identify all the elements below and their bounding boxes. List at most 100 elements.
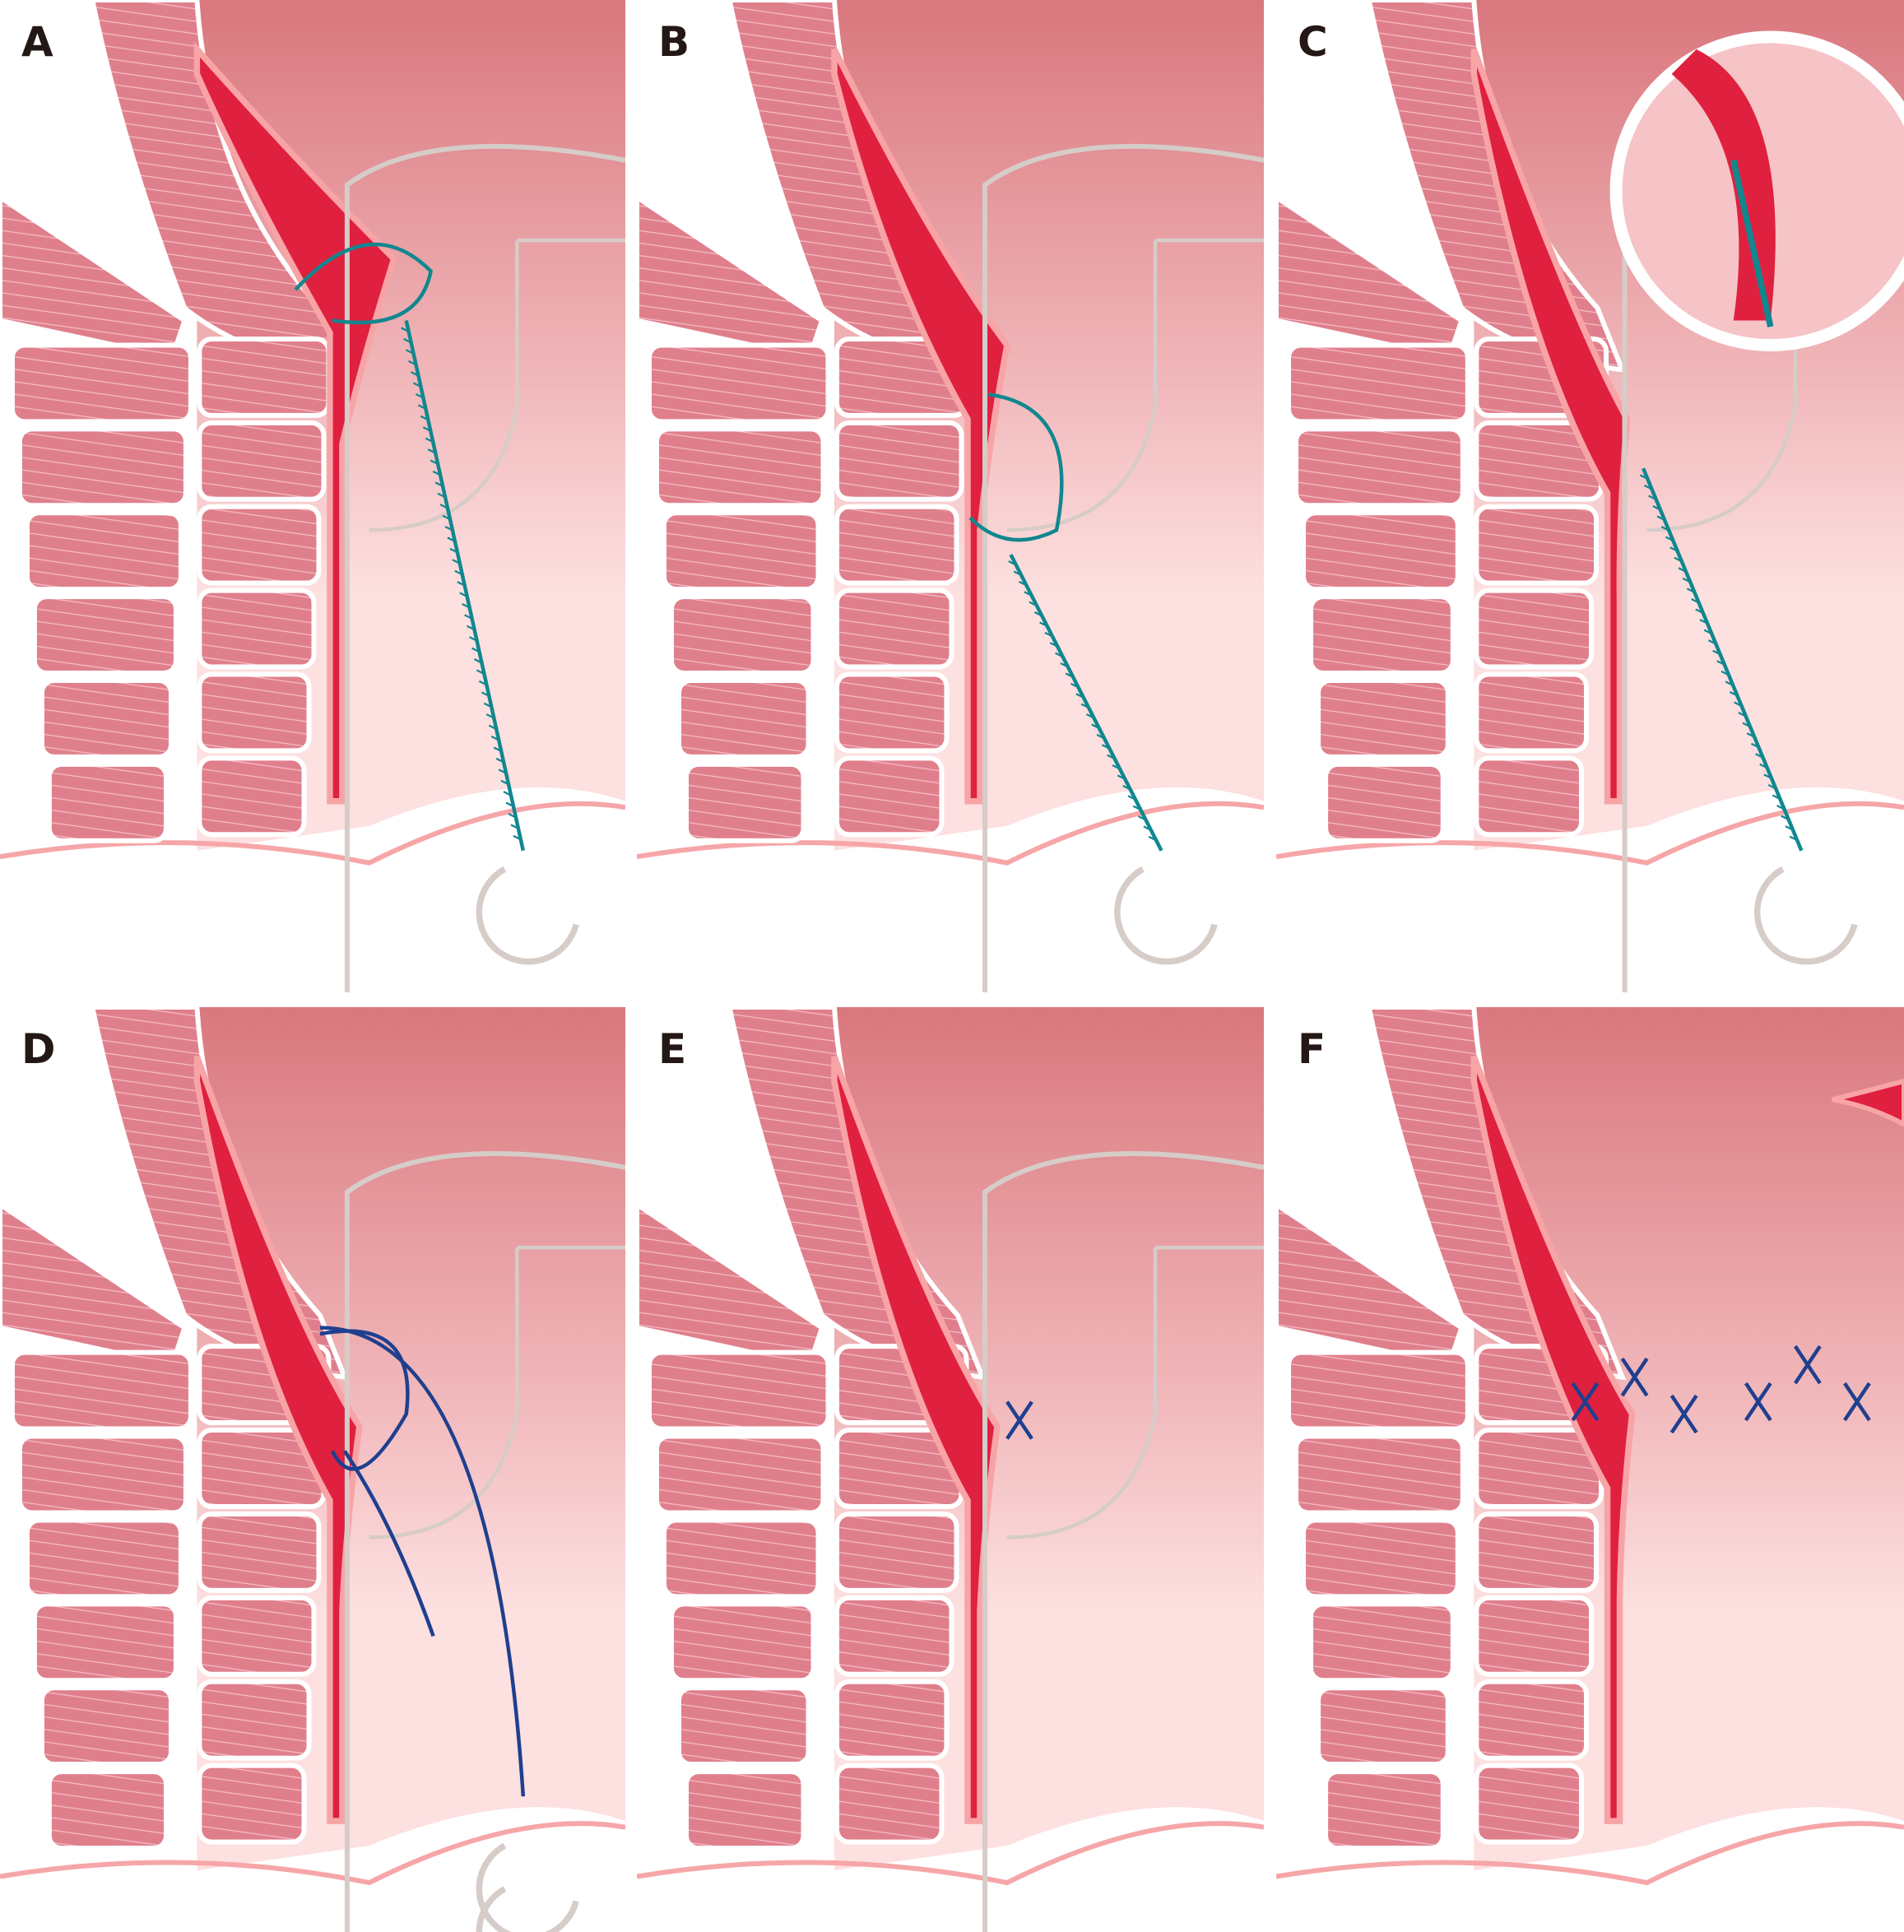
barbed-suture-barb: [1674, 556, 1683, 563]
external-sphincter-block: [46, 1769, 169, 1851]
illustration: [637, 0, 1264, 992]
needle-holder-ring: [476, 866, 579, 965]
internal-sphincter-block: [1474, 1595, 1595, 1677]
panel-label: A: [21, 18, 53, 66]
internal-sphincter-block: [1474, 1511, 1600, 1593]
skin-line: [637, 1821, 1264, 1886]
barbed-suture-barb: [427, 448, 436, 454]
barbed-suture-barb: [1656, 515, 1665, 522]
barbed-suture-barb: [485, 713, 495, 719]
barbed-suture-barb: [1772, 794, 1781, 800]
external-sphincter-block: [669, 1601, 816, 1684]
anoscope-outline: [344, 143, 625, 992]
internal-sphincter-block: [834, 1762, 945, 1845]
external-sphincter-block: [684, 1769, 806, 1851]
barbed-suture-barb: [1143, 825, 1152, 831]
barbed-suture-barb: [1112, 764, 1121, 770]
barbed-suture-barb: [464, 614, 473, 620]
barbed-suture-barb: [467, 625, 476, 631]
barbed-suture-barb: [425, 437, 434, 444]
barbed-suture-barb: [1789, 835, 1798, 842]
internal-sphincter-block: [197, 420, 327, 502]
barbed-suture-barb: [1750, 742, 1759, 749]
external-sphincter-block: [1308, 594, 1456, 676]
barbed-suture-barb: [476, 669, 485, 675]
external-sphincter-block: [9, 342, 193, 425]
barbed-suture-barb: [457, 581, 466, 587]
inset-suture: [1730, 159, 1774, 327]
external-sphincter-block: [1323, 1769, 1446, 1851]
barbed-suture-barb: [1729, 690, 1738, 697]
blue-suture-knot: [1843, 1382, 1871, 1422]
illustration: [0, 0, 625, 992]
skin-line: [637, 801, 1264, 866]
barbed-suture-barb: [1755, 753, 1764, 759]
contralateral-mucosa: [1832, 1078, 1904, 1127]
barbed-suture-barb: [1767, 783, 1776, 790]
barbed-suture-barb: [1763, 773, 1772, 779]
barbed-suture-barb: [1746, 732, 1755, 738]
barbed-suture: [1009, 554, 1163, 852]
barbed-suture-barb: [1049, 642, 1058, 648]
internal-sphincter-block: [834, 587, 954, 670]
barbed-suture-barb: [1101, 744, 1110, 750]
barbed-suture-barb: [1029, 601, 1038, 607]
barbed-suture-barb: [1707, 639, 1716, 645]
internal-sphincter-block: [197, 504, 322, 586]
blue-suture-knot: [1620, 1357, 1649, 1397]
barbed-suture-barb: [462, 602, 471, 609]
barbed-suture-barb: [1013, 570, 1022, 576]
illustration: [637, 1007, 1264, 1932]
blue-suture-knot: [1005, 1400, 1033, 1440]
internal-sphincter-block: [1474, 671, 1589, 754]
external-sphincter-block: [662, 510, 821, 592]
barbed-suture-barb: [508, 812, 517, 819]
needle-holder-ring: [1114, 866, 1218, 965]
external-sphincter-block: [662, 1517, 821, 1600]
external-sphincter-block: [676, 677, 811, 759]
blue-suture-knot: [1669, 1394, 1698, 1434]
internal-sphincter-block: [1474, 755, 1584, 838]
barbed-suture-barb: [1738, 712, 1747, 718]
blue-suture-knot: [1571, 1382, 1600, 1422]
barbed-suture: [1642, 467, 1804, 852]
barbed-suture-barb: [1695, 608, 1704, 615]
barbed-suture-barb: [1785, 825, 1794, 831]
barbed-suture-barb: [483, 702, 492, 708]
external-sphincter-block: [24, 1517, 183, 1600]
hemorrhoid-mucosa: [1470, 1055, 1636, 1824]
barbed-suture-barb: [1075, 693, 1084, 699]
barbed-suture-barb: [1742, 722, 1751, 728]
external-sphincter-block: [669, 594, 816, 676]
panel-c: C: [1276, 0, 1904, 992]
barbed-suture-barb: [1096, 733, 1105, 740]
internal-sphincter-block: [197, 1511, 322, 1593]
skin-line: [0, 1821, 625, 1886]
barbed-suture-barb: [1138, 815, 1147, 821]
barbed-suture-barb: [1127, 795, 1136, 801]
barbed-suture-barb: [1044, 631, 1053, 638]
barbed-suture-barb: [513, 834, 522, 841]
barbed-suture-barb: [1065, 672, 1074, 678]
barbed-suture-barb: [1085, 713, 1094, 719]
external-sphincter-block: [1301, 1517, 1461, 1600]
internal-sphincter-block: [834, 420, 964, 502]
barbed-suture-barb: [1665, 536, 1674, 542]
barbed-suture-barb: [498, 769, 507, 774]
external-sphincter-block: [647, 342, 831, 425]
barbed-suture-barb: [1643, 484, 1652, 490]
external-sphincter-block: [1293, 426, 1465, 509]
barbed-suture-barb: [495, 757, 504, 764]
panel-a: A: [0, 0, 625, 992]
external-sphincter-block: [1308, 1601, 1456, 1684]
internal-sphincter-block: [834, 1679, 950, 1761]
barbed-suture-barb: [1776, 805, 1786, 810]
panel-label: C: [1298, 18, 1328, 66]
barbed-suture-barb: [1107, 754, 1116, 760]
suture-loop: [968, 392, 1064, 542]
internal-sphincter-block: [197, 336, 332, 418]
barbed-suture-barb: [1703, 629, 1712, 635]
barbed-suture-barb: [1039, 621, 1048, 627]
barbed-suture-barb: [401, 327, 410, 332]
barbed-suture-barb: [432, 470, 441, 476]
